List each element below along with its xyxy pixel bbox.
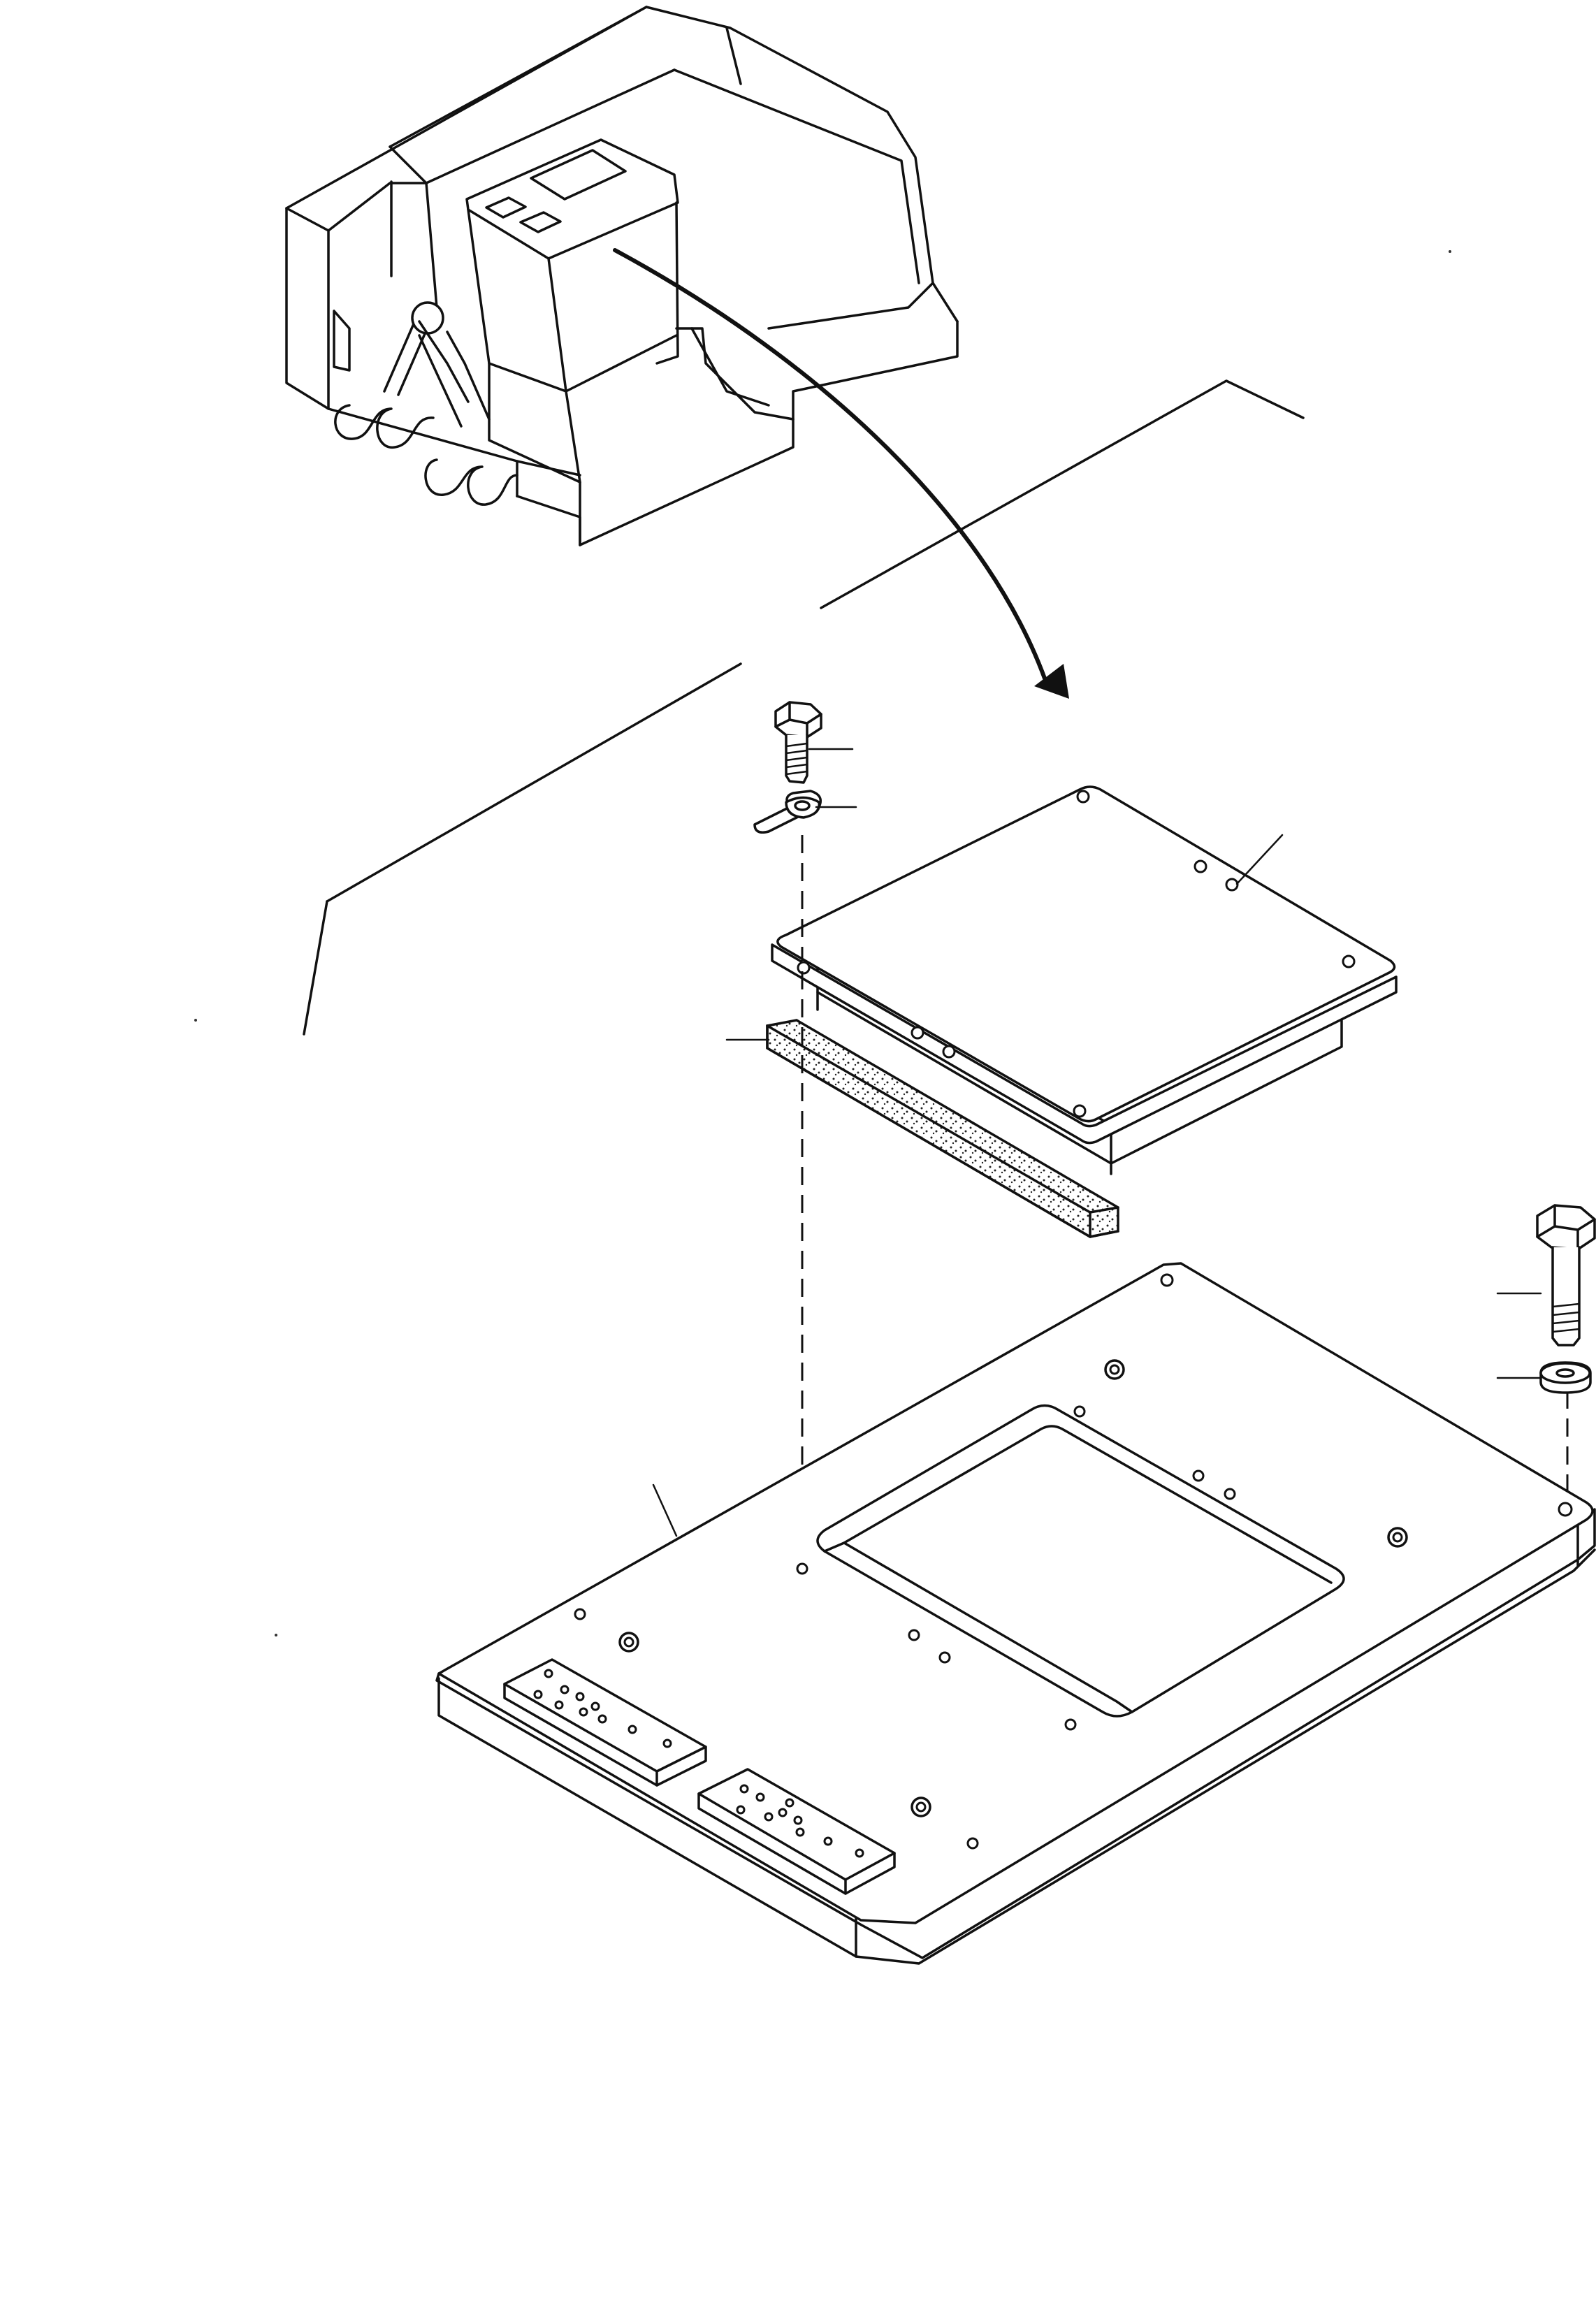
mounting-base-plate: [435, 1262, 1596, 1965]
alignment-lines: [801, 835, 1569, 1565]
short-bolt: [774, 701, 822, 784]
callout-arrow: [613, 248, 1069, 699]
floor-outline: [303, 379, 1305, 1036]
terminal-dots: [533, 1669, 864, 1858]
machine-cab: [285, 6, 959, 546]
leader-lines: [652, 748, 1542, 1537]
monitor-cover-plate: [771, 785, 1398, 1175]
long-bolt: [1536, 1204, 1596, 1347]
flat-washer: [1539, 1361, 1592, 1394]
raised-nuts: [618, 1359, 1408, 1817]
foam-gasket: [766, 1019, 1119, 1238]
tab-washer: [753, 790, 822, 834]
